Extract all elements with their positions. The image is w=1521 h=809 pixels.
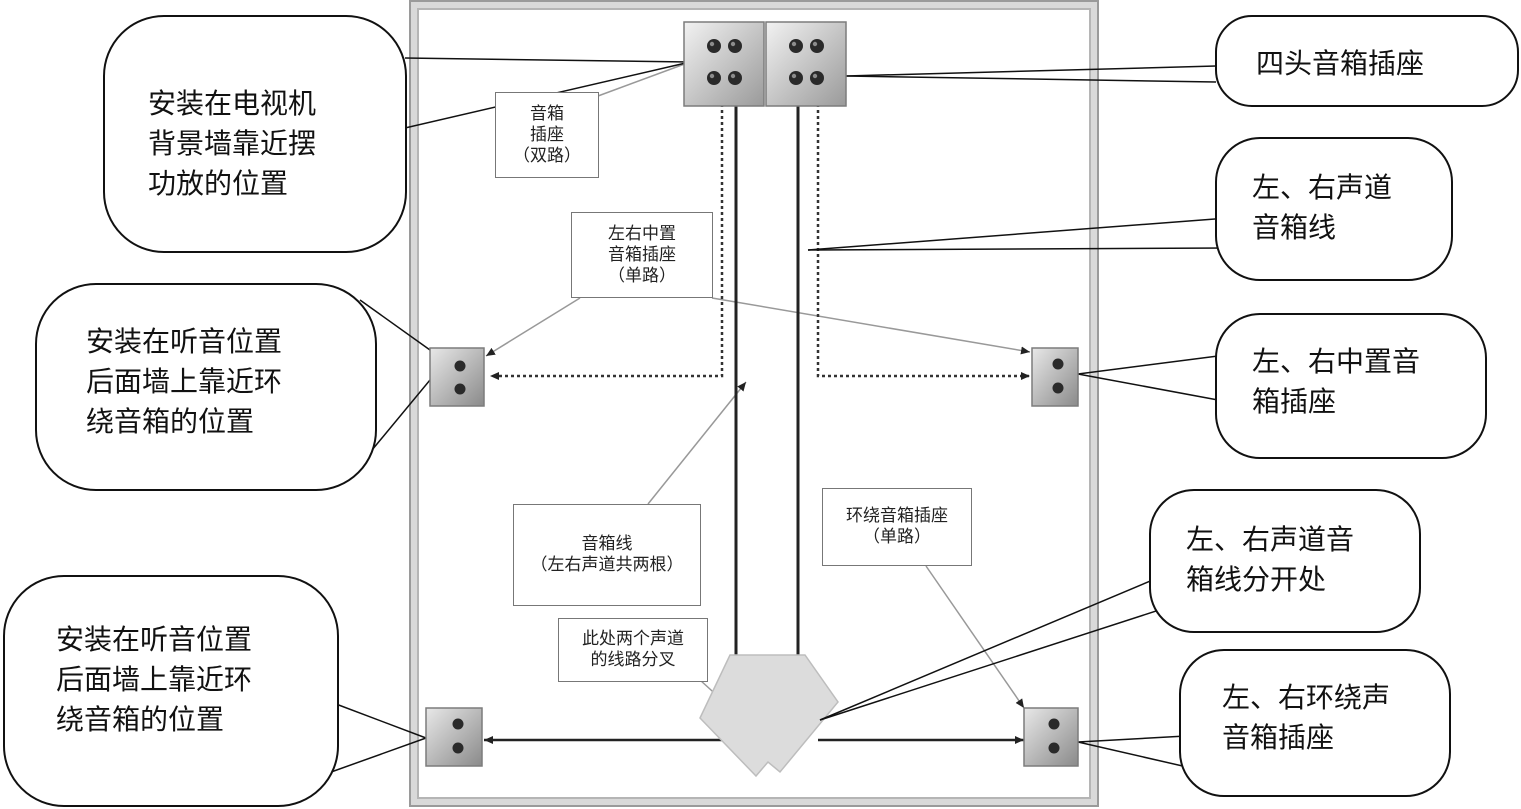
label-dual-socket: 音箱 插座 （双路） <box>495 92 599 178</box>
bubble-rear-bottom <box>3 575 339 807</box>
label-surround-socket-line1: 环绕音箱插座 <box>846 506 948 526</box>
label-branch: 此处两个声道 的线路分叉 <box>558 618 708 682</box>
callout-rear-bottom: 安装在听音位置 后面墙上靠近环 绕音箱的位置 <box>56 620 252 740</box>
bubble-lr-surround <box>1179 649 1451 797</box>
pointer-four-head-2 <box>845 75 1217 83</box>
callout-lr-cable: 左、右声道 音箱线 <box>1252 168 1392 248</box>
label-surround-socket: 环绕音箱插座 （单路） <box>822 488 972 566</box>
callout-lr-center: 左、右中置音 箱插座 <box>1252 342 1420 422</box>
pointer-lr-surround <box>1077 735 1187 743</box>
pointer-rear-mid <box>359 299 431 351</box>
label-dual-socket-line2: 插座 <box>530 124 564 145</box>
label-center-socket-line1: 左右中置 <box>608 223 676 244</box>
label-dual-socket-line1: 音箱 <box>530 103 564 124</box>
callout-rear-mid: 安装在听音位置 后面墙上靠近环 绕音箱的位置 <box>86 322 282 442</box>
pointer-lr-center-2 <box>1077 373 1219 401</box>
surround-socket-left <box>425 707 483 767</box>
label-branch-line1: 此处两个声道 <box>582 629 684 649</box>
pointer-lr-center <box>1077 355 1219 375</box>
bubble-tv-wall <box>103 15 407 253</box>
bubble-lr-center <box>1215 313 1487 459</box>
leader-center-label-right <box>711 297 1031 355</box>
callout-lr-center-line2: 箱插座 <box>1252 385 1337 418</box>
dotted-wire-left <box>490 104 724 380</box>
callout-rear-mid-line1: 安装在听音位置 <box>86 325 283 358</box>
label-surround-socket-line2: （单路） <box>863 527 931 547</box>
label-dual-socket-line3: （双路） <box>513 145 581 166</box>
callout-rear-mid-line2: 后面墙上靠近环 <box>86 365 283 398</box>
callout-lr-surround-line1: 左、右环绕声 <box>1222 681 1391 714</box>
leader-surround-label <box>925 565 1025 709</box>
pointer-rear-bottom <box>335 703 427 739</box>
bubble-four-head <box>1215 15 1519 107</box>
pointer-four-head <box>845 65 1217 77</box>
callout-rear-bottom-line1: 安装在听音位置 <box>56 623 253 656</box>
label-center-socket: 左右中置 音箱插座 （单路） <box>571 212 713 298</box>
pointer-tv-wall <box>404 57 691 63</box>
pointer-rear-bottom-2 <box>319 737 427 777</box>
callout-lr-split-line2: 箱线分开处 <box>1186 563 1327 596</box>
callout-tv-wall-line1: 安装在电视机 <box>148 87 317 120</box>
center-socket-right <box>1031 347 1079 407</box>
callout-tv-wall-line2: 背景墙靠近摆 <box>148 127 317 160</box>
leader-dual-label <box>597 61 691 97</box>
pointer-rear-mid-2 <box>371 379 431 451</box>
label-branch-line2: 的线路分叉 <box>590 650 676 670</box>
branch-junction <box>699 654 839 778</box>
callout-four-head-line1: 四头音箱插座 <box>1256 47 1425 80</box>
label-cable-line2: （左右声道共两根） <box>530 555 684 575</box>
callout-lr-surround: 左、右环绕声 音箱插座 <box>1222 678 1390 758</box>
pointer-lr-split-2 <box>819 599 1191 721</box>
label-center-socket-line3: （单路） <box>608 265 676 286</box>
callout-rear-bottom-line3: 绕音箱的位置 <box>56 703 225 736</box>
callout-lr-surround-line2: 音箱插座 <box>1222 721 1335 754</box>
callout-lr-center-line1: 左、右中置音 <box>1252 345 1421 378</box>
callout-lr-cable-line2: 音箱线 <box>1252 211 1337 244</box>
pointer-lr-split <box>819 565 1187 721</box>
label-center-socket-line2: 音箱插座 <box>608 244 676 265</box>
leader-cable-label <box>647 381 747 505</box>
dotted-wire-right <box>816 104 1030 380</box>
callout-lr-split: 左、右声道音 箱线分开处 <box>1186 520 1354 600</box>
callout-rear-bottom-line2: 后面墙上靠近环 <box>56 663 253 696</box>
callout-lr-split-line1: 左、右声道音 <box>1186 523 1355 556</box>
callout-tv-wall-line3: 功放的位置 <box>148 167 289 200</box>
bubble-lr-cable <box>1215 137 1453 281</box>
callout-tv-wall: 安装在电视机 背景墙靠近摆 功放的位置 <box>148 84 316 204</box>
four-head-socket <box>683 21 847 107</box>
leader-center-label-left <box>485 297 581 357</box>
center-socket-left <box>429 347 485 407</box>
bubble-lr-split <box>1149 489 1421 633</box>
callout-rear-mid-line3: 绕音箱的位置 <box>86 405 255 438</box>
bubble-rear-mid <box>35 283 377 491</box>
callout-lr-cable-line1: 左、右声道 <box>1252 171 1393 204</box>
pointer-lr-cable <box>807 217 1229 251</box>
label-cable: 音箱线 （左右声道共两根） <box>513 504 701 606</box>
callout-four-head: 四头音箱插座 <box>1256 44 1424 84</box>
surround-socket-right <box>1023 707 1079 767</box>
label-cable-line1: 音箱线 <box>581 534 633 554</box>
pointer-lr-surround-2 <box>1077 741 1201 771</box>
pointer-lr-cable-2 <box>807 247 1229 251</box>
